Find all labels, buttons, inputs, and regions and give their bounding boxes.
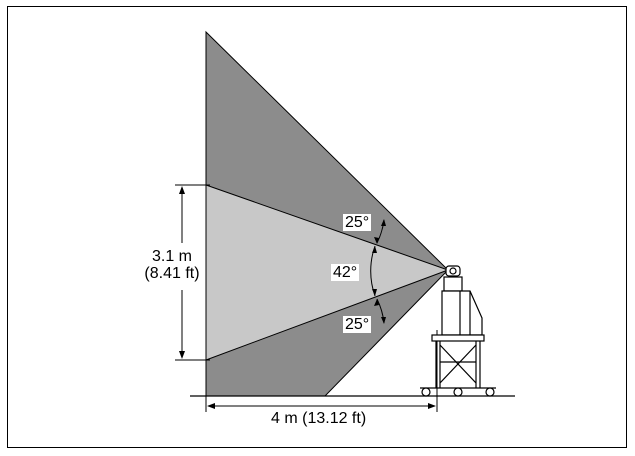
- angle-arcs: [370, 219, 386, 324]
- height-dimension: [175, 184, 210, 361]
- distance-label: 4 m (13.12 ft): [271, 410, 367, 427]
- height-label: 3.1 m (8.41 ft): [134, 248, 210, 282]
- height-metric: 3.1 m: [151, 248, 192, 265]
- camera-on-stand-icon: [420, 265, 496, 397]
- angle-middle-label: 42°: [331, 264, 360, 281]
- distance-dimension: [205, 330, 438, 412]
- angle-upper-label: 25°: [343, 214, 372, 231]
- height-imperial: (8.41 ft): [144, 265, 200, 282]
- angle-lower-label: 25°: [343, 316, 372, 333]
